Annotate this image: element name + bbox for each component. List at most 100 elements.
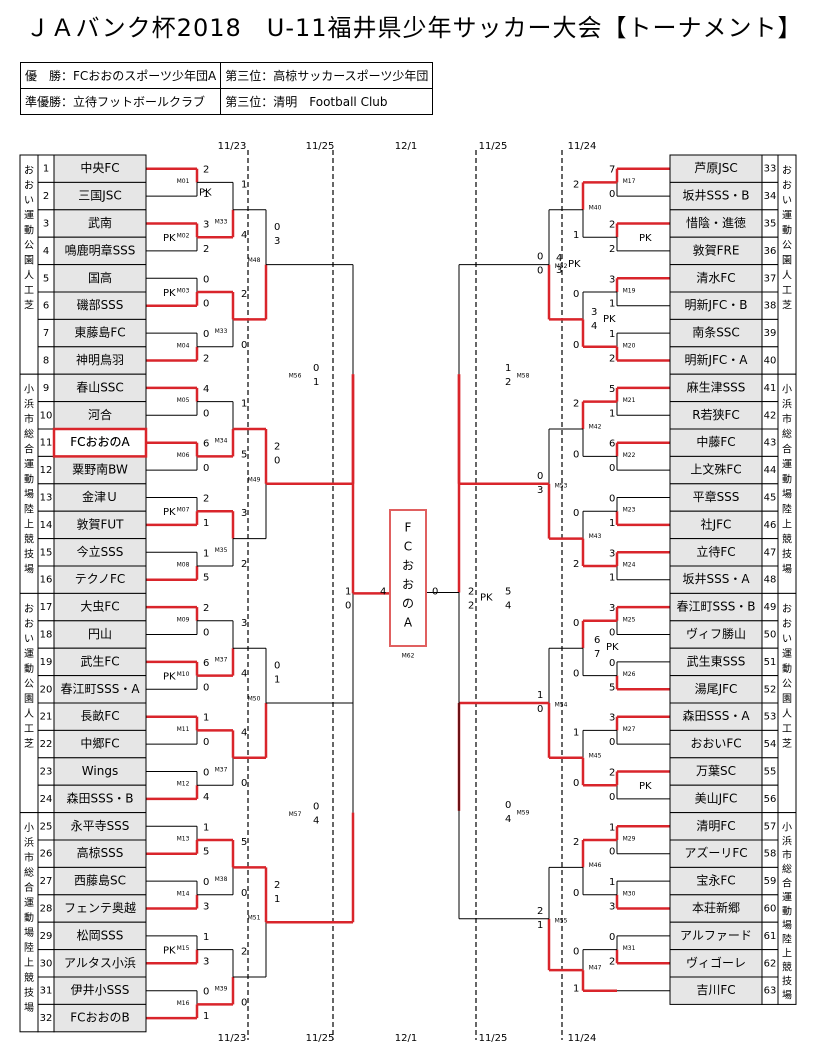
team-name: 伊井小SSS: [71, 983, 130, 997]
score: 4: [591, 321, 597, 332]
team-cell: [669, 784, 763, 814]
venue-char: お: [24, 603, 34, 615]
team-number: 41: [764, 383, 777, 394]
match-code: M48: [248, 257, 261, 264]
match-code: M23: [623, 507, 636, 514]
score: 1: [609, 299, 615, 310]
team-name: フェンテ奥越: [64, 901, 136, 915]
team-cell: [53, 592, 147, 622]
score: 2: [241, 559, 247, 570]
team-cell: [53, 209, 147, 238]
score: 4: [556, 253, 562, 264]
team-cell: [53, 702, 147, 731]
venue-char: 技: [782, 548, 792, 561]
team-name: 清水FC: [696, 271, 735, 285]
team-cell: [669, 976, 763, 1005]
venue-char: 運: [782, 892, 792, 904]
venue-char: 競: [24, 533, 34, 546]
team-name: 今立SSS: [77, 544, 124, 559]
team-number: 30: [40, 958, 53, 969]
score: 1: [573, 727, 579, 738]
team-cell: [53, 949, 147, 978]
venue-char: 公: [782, 679, 792, 690]
match-code: M20: [623, 342, 636, 349]
score: 4: [505, 600, 511, 611]
score: 2: [609, 220, 615, 231]
team-number: 47: [764, 547, 777, 558]
match-code: M51: [248, 915, 261, 922]
score: 1: [609, 822, 615, 833]
venue-char: 市: [782, 849, 792, 862]
score: 5: [505, 586, 511, 597]
team-number: 7: [43, 328, 49, 339]
venue-char: い: [782, 634, 792, 645]
match-code: M56: [289, 373, 302, 380]
score: 0: [313, 802, 319, 813]
score: 0: [537, 252, 543, 263]
venue-char: 人: [782, 708, 792, 720]
team-number: 5: [43, 273, 49, 284]
team-cell: [669, 181, 763, 211]
venue-char: 市: [24, 851, 34, 864]
score: 1: [313, 377, 319, 388]
team-cell: [669, 154, 763, 183]
score: 3: [203, 956, 209, 967]
score: 1: [203, 822, 209, 833]
venue-char: お: [782, 603, 792, 615]
team-number: 29: [40, 931, 53, 942]
venue-box: [19, 812, 39, 1033]
match-code: M37: [215, 766, 228, 773]
team-number: 3: [43, 219, 49, 230]
round-date: 11/25: [479, 141, 508, 152]
team-cell: [669, 565, 763, 594]
team-cell: [53, 839, 147, 868]
venue-char: 工: [782, 286, 792, 297]
team-number: 45: [764, 493, 777, 504]
score: 0: [609, 494, 615, 505]
team-cell: [53, 647, 147, 677]
score: 2: [537, 906, 543, 917]
team-number: 44: [764, 465, 777, 476]
match-code: M42: [589, 424, 602, 431]
venue-char: 人: [782, 270, 792, 282]
match-code: M07: [177, 507, 190, 514]
team-name: 芦原JSC: [694, 161, 738, 175]
team-number: 54: [764, 739, 777, 750]
venue-char: 技: [24, 986, 34, 999]
match-code: M10: [177, 671, 190, 678]
venue-char: 芝: [24, 299, 34, 312]
score: 1: [573, 984, 579, 995]
score: 1: [241, 399, 247, 410]
champion-char: お: [402, 578, 414, 592]
score: 3: [556, 265, 562, 276]
venue-char: 動: [24, 473, 34, 486]
score: 3: [537, 485, 543, 496]
team-name: 坂井SSS・A: [682, 572, 750, 586]
venue-char: 総: [782, 863, 792, 876]
score: 2: [468, 600, 474, 611]
champion-char: の: [402, 597, 414, 611]
team-name: 万葉SC: [696, 764, 736, 778]
match-code: M27: [623, 726, 636, 733]
team-name: 明新JFC・B: [684, 297, 747, 312]
score: 0: [573, 618, 579, 629]
score: 5: [609, 384, 615, 395]
team-number: 49: [764, 602, 777, 613]
final-box: [389, 509, 427, 647]
score: 6: [203, 658, 209, 669]
team-name: 三国JSC: [78, 189, 122, 203]
score: 3: [241, 618, 247, 629]
team-name: 坂井SSS・B: [682, 189, 749, 203]
team-number: 57: [764, 821, 777, 832]
team-number: 34: [764, 191, 777, 202]
score: 1: [609, 408, 615, 419]
team-number: 8: [43, 356, 49, 367]
team-name: 清明FC: [696, 819, 735, 833]
pk-label: PK: [199, 187, 212, 198]
score: 1: [609, 877, 615, 888]
score: 4: [505, 814, 511, 825]
venue-char: 競: [24, 971, 34, 984]
score: 5: [241, 837, 247, 848]
team-name: 武生FC: [80, 654, 119, 668]
